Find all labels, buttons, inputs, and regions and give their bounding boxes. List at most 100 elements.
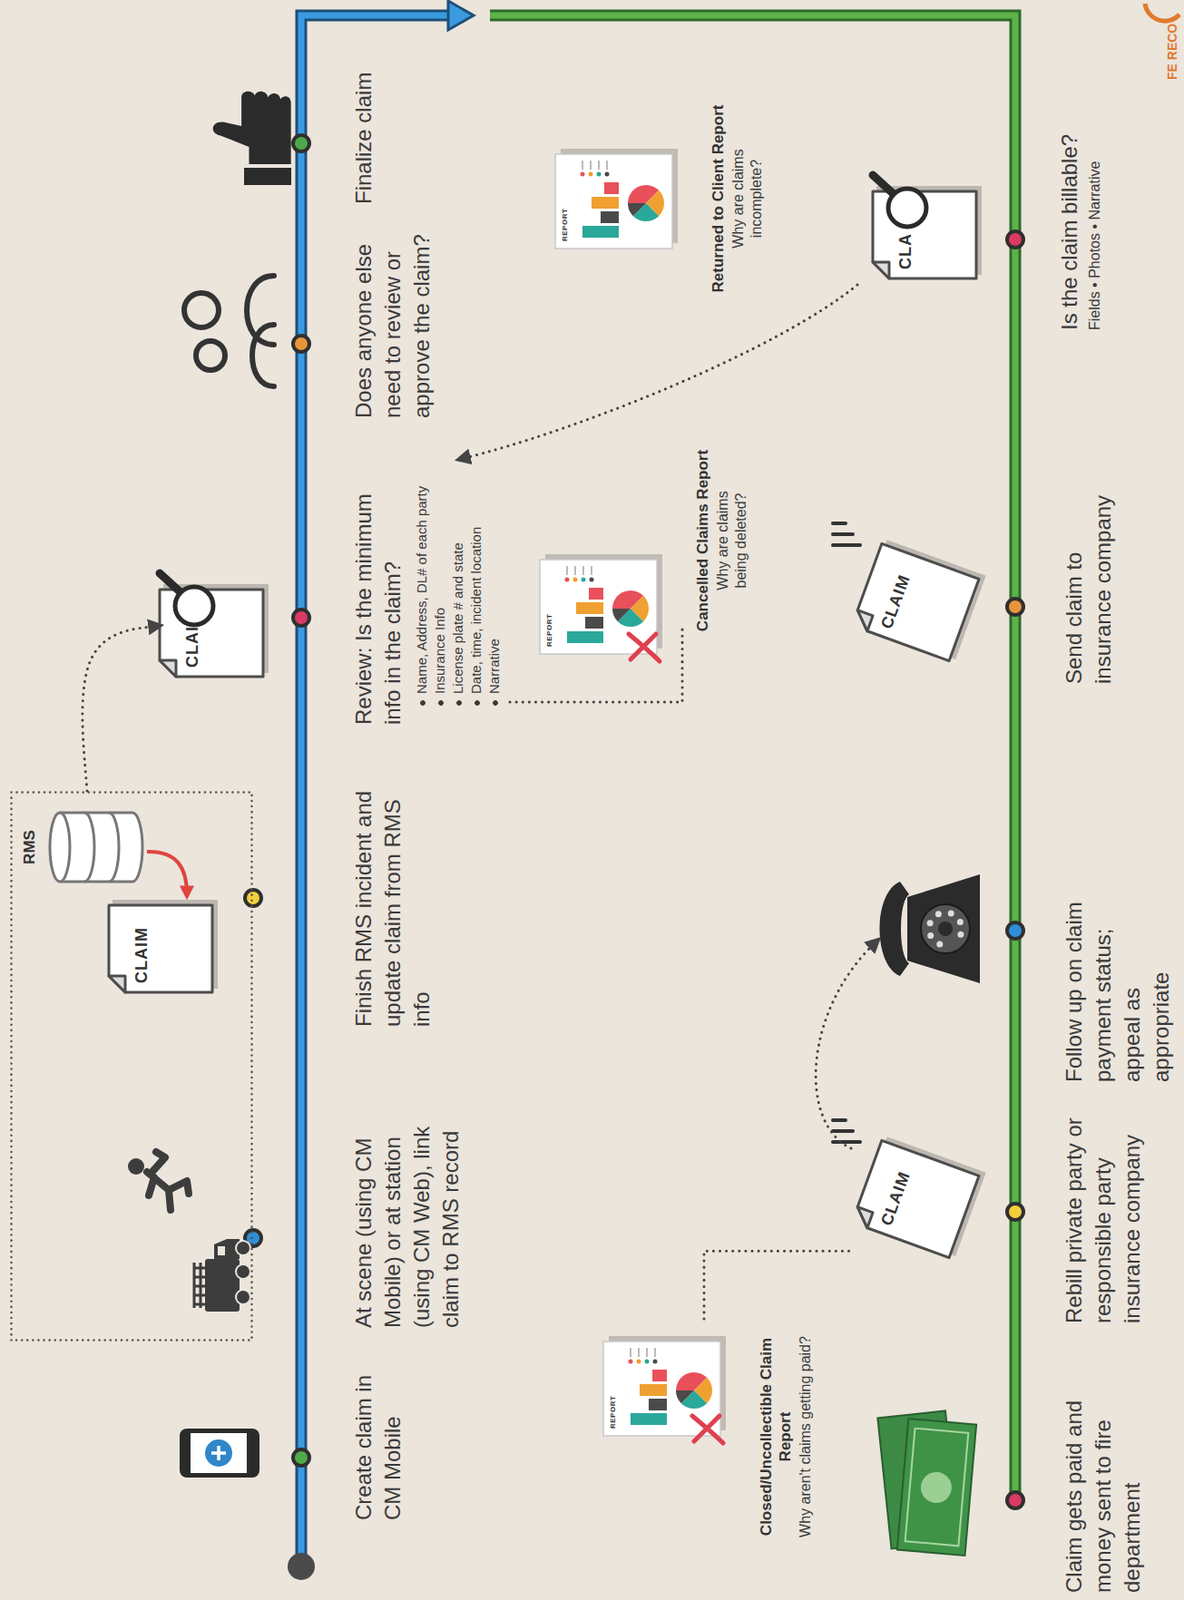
step-label: Finish RMS incident and update claim fro… xyxy=(349,786,437,1028)
motion-lines xyxy=(832,523,861,546)
chart-bar xyxy=(652,1369,667,1382)
timeline-green xyxy=(489,15,1016,1501)
report-question: Why aren't claims getting paid? xyxy=(796,1319,815,1556)
step-dot xyxy=(293,1449,310,1467)
add-button xyxy=(205,1439,233,1468)
step-dot xyxy=(1007,598,1024,616)
report-icon: REPORTClosed/Uncollectible Claim ReportW… xyxy=(603,1319,815,1556)
chart-key-dot xyxy=(589,577,595,583)
thumbs-up-cuff xyxy=(244,167,292,186)
dial-hole xyxy=(935,910,942,918)
money-bill-border xyxy=(905,1428,969,1547)
document-fold xyxy=(872,262,890,279)
step-label: Follow up on claim payment status; appea… xyxy=(1059,878,1176,1083)
chart-key-line xyxy=(654,1348,656,1358)
step-label: Claim gets paid and money sent to fire d… xyxy=(1059,1393,1147,1594)
chart-key-line xyxy=(582,566,585,576)
phone-base xyxy=(907,874,980,984)
claim-document: CLAIM xyxy=(849,541,981,664)
step-label: Send claim to insurance company xyxy=(1059,479,1118,685)
criteria-item: Insurance Info xyxy=(430,449,450,707)
chart-key-line xyxy=(589,160,592,170)
chart-bar xyxy=(591,196,619,209)
report-shape xyxy=(603,1336,726,1437)
report-question: Why are claims incomplete? xyxy=(729,130,766,267)
magnifier-lens xyxy=(888,188,927,227)
dashed-group-box: RMS CLAIM xyxy=(9,791,254,1342)
step-dot xyxy=(293,609,310,627)
chart-key-line xyxy=(581,160,584,170)
chart-key-dot xyxy=(573,577,578,583)
step-label: Finalize claim xyxy=(349,22,379,205)
report-icon: REPORT Returned to Client ReportWhy are c… xyxy=(555,76,766,322)
document-title: CLA xyxy=(896,233,916,270)
report-question: Why are claims being deleted? xyxy=(714,472,751,609)
dial-hole xyxy=(957,919,964,926)
people-icon xyxy=(195,341,226,371)
report-heading: Returned to Client Report xyxy=(708,76,728,322)
claim-document: CLAIM xyxy=(849,1138,981,1261)
document-fold xyxy=(108,976,126,993)
step-dot xyxy=(244,890,262,907)
report-page: REPORT xyxy=(603,1336,726,1437)
document-fold xyxy=(159,660,177,677)
chart-key-line xyxy=(597,160,600,170)
step-label: At scene (using CM Mobile) or at station… xyxy=(349,1090,466,1329)
document-shape xyxy=(849,1138,981,1261)
report-page: REPORT xyxy=(555,148,678,249)
fire-truck-icon xyxy=(205,1259,240,1312)
step-dot xyxy=(293,335,310,353)
document-shape xyxy=(107,903,215,995)
chart-key-line xyxy=(606,160,608,170)
chart-bar xyxy=(585,616,604,629)
chart-key-line xyxy=(637,1348,640,1358)
dotted-connector xyxy=(82,626,158,792)
truck-wheel xyxy=(235,1264,251,1280)
database-top xyxy=(49,812,70,882)
money-bill xyxy=(897,1418,977,1556)
step-label: Rebill private party or responsible part… xyxy=(1059,1096,1147,1324)
document-page xyxy=(851,543,979,661)
step-label: Is the claim billable? xyxy=(1055,58,1085,331)
timeline-arrow xyxy=(448,0,474,30)
logo-mark xyxy=(1144,3,1180,21)
system-label: RMS xyxy=(20,815,40,880)
pie-slice xyxy=(675,1390,695,1404)
money-bill-seal xyxy=(919,1471,953,1506)
timeline-blue xyxy=(301,15,451,1567)
step-dot xyxy=(1007,1203,1024,1221)
criteria-item: Name, Address, DL# of each party xyxy=(412,449,431,707)
report-sheet xyxy=(555,154,673,249)
dotted-connector xyxy=(704,1251,850,1320)
report-tag: REPORT xyxy=(608,1396,617,1429)
database-rings xyxy=(84,812,119,882)
dial-hole xyxy=(957,931,964,939)
smartphone-screen xyxy=(190,1433,247,1474)
sync-arrow xyxy=(146,851,187,895)
phone-dial xyxy=(920,904,970,954)
chart-key-dot xyxy=(636,1360,642,1365)
magnifier-icon xyxy=(157,587,265,679)
document-title: CLAIM xyxy=(132,927,152,984)
firefighter-head xyxy=(127,1158,145,1175)
truck-wheel xyxy=(235,1241,251,1256)
chart-bar xyxy=(600,211,619,224)
step-dot xyxy=(1007,231,1024,248)
chart-key-dot xyxy=(580,172,586,177)
document-title: CLAI xyxy=(183,626,203,668)
phone-handset xyxy=(880,881,911,977)
chart-bar xyxy=(639,1384,667,1397)
pie-slice xyxy=(627,203,646,216)
chart-key-line xyxy=(629,1348,632,1358)
chart-key-dot xyxy=(605,172,610,177)
firefighter-body xyxy=(146,1152,189,1211)
criteria-item: Date, time, incident location xyxy=(467,449,486,707)
dashed-border xyxy=(11,792,253,1341)
chart-key-line xyxy=(590,566,593,576)
report-icon: REPORTCancelled Claims ReportWhy are cla… xyxy=(539,422,751,659)
chart-bar xyxy=(630,1413,667,1426)
criteria-item: License plate # and state xyxy=(449,449,468,707)
